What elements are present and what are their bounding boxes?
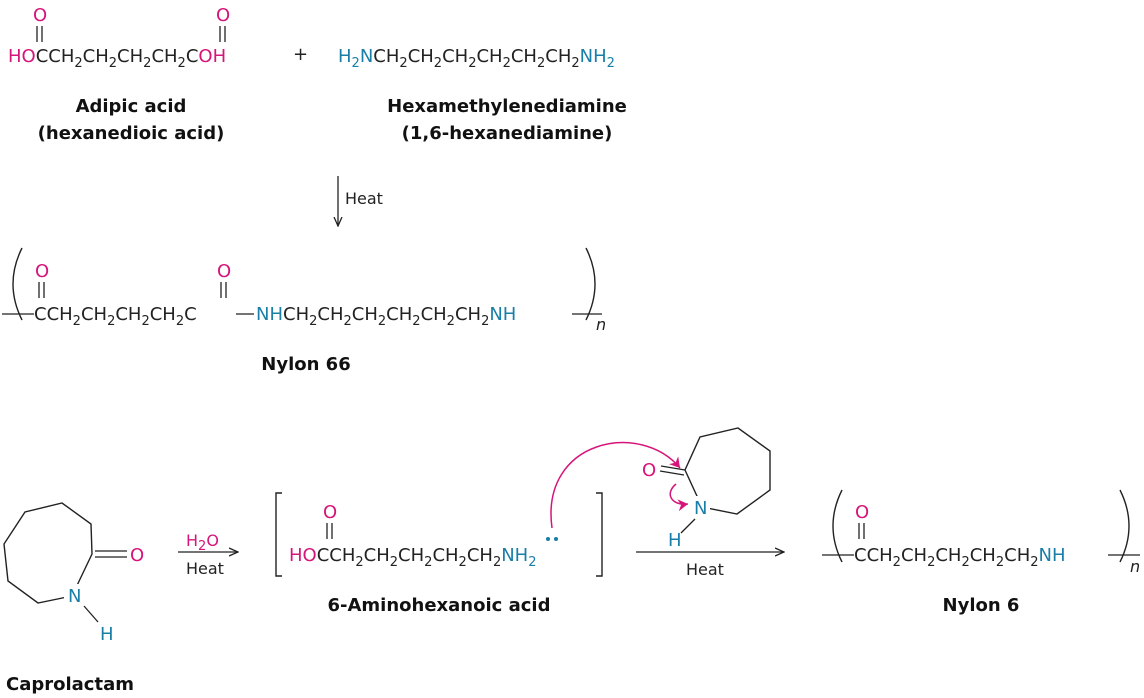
caprolactam-oxygen: O <box>130 545 144 566</box>
caprolactam-reactant-structure: O N H <box>642 427 771 551</box>
carbonyl-oxygen-2: O <box>216 5 230 26</box>
right-parenthesis <box>585 247 596 321</box>
plus-sign: + <box>293 44 308 65</box>
left-parenthesis <box>12 247 23 321</box>
nucleophilic-attack-arrow <box>550 441 681 529</box>
lone-pair-dot-left <box>546 537 550 541</box>
heat-condition-3: Heat <box>686 560 724 579</box>
diamine-iupac-label: (1,6-hexanediamine) <box>402 123 613 144</box>
caprolactam-nitrogen: N <box>68 586 81 607</box>
reactant-ring-hydrogen: H <box>668 530 682 551</box>
aminohexanoic-acid-formula: HOCCH2CH2CH2CH2CH2NH2 <box>289 545 537 570</box>
carbonyl-oxygen-5: O <box>323 502 337 523</box>
reactant-ring-oxygen: O <box>642 460 656 481</box>
carbonyl-oxygen-3: O <box>35 261 49 282</box>
aminohexanoic-acid-label: 6-Aminohexanoic acid <box>328 595 551 616</box>
nylon-66-formula-amine-part: NHCH2CH2CH2CH2CH2CH2NH <box>256 304 516 329</box>
nylon-66-formula-acid-part: CCH2CH2CH2CH2C <box>34 304 197 329</box>
caprolactam-structure: O N H <box>3 502 144 645</box>
carbonyl-oxygen-6: O <box>855 502 869 523</box>
diamine-label: Hexamethylenediamine <box>387 96 627 117</box>
adipic-acid-label: Adipic acid <box>76 96 187 117</box>
carbonyl-oxygen-1: O <box>33 5 47 26</box>
nylon6-left-parenthesis <box>832 489 843 563</box>
lone-pair-dot-right <box>554 537 558 541</box>
carbonyl-oxygen-4: O <box>217 261 231 282</box>
ring-opening-arrow <box>669 483 689 512</box>
caprolactam-hydrogen: H <box>100 624 114 645</box>
heat-condition-1: Heat <box>345 189 383 208</box>
aminohexanoic-acid-structure: O HOCCH2CH2CH2CH2CH2NH2 <box>289 502 558 570</box>
right-bracket <box>596 492 603 577</box>
caprolactam-label: Caprolactam <box>6 674 134 695</box>
adipic-acid-iupac-label: (hexanedioic acid) <box>38 123 225 144</box>
nylon-6-formula: CCH2CH2CH2CH2CH2NH <box>854 545 1066 570</box>
left-bracket <box>275 492 282 577</box>
water-reagent: H2O <box>186 531 219 554</box>
nylon6-right-parenthesis <box>1119 489 1130 563</box>
repeat-subscript-n: n <box>596 315 606 334</box>
nylon-66-structure: O O CCH2CH2CH2CH2C NHCH2CH2CH2CH2CH2CH2N… <box>2 247 606 334</box>
adipic-acid-formula: HOCCH2CH2CH2CH2COH <box>8 46 226 71</box>
nylon-6-label: Nylon 6 <box>943 595 1020 616</box>
diamine-formula: H2NCH2CH2CH2CH2CH2CH2NH2 <box>338 46 615 71</box>
heat-condition-2: Heat <box>186 559 224 578</box>
nylon-6-structure: O CCH2CH2CH2CH2CH2NH n <box>822 489 1140 576</box>
adipic-acid-structure: O O HOCCH2CH2CH2CH2COH <box>8 5 230 71</box>
nylon6-repeat-subscript-n: n <box>1130 557 1140 576</box>
reactant-ring-nitrogen: N <box>694 498 707 519</box>
nylon-66-label: Nylon 66 <box>261 354 350 375</box>
